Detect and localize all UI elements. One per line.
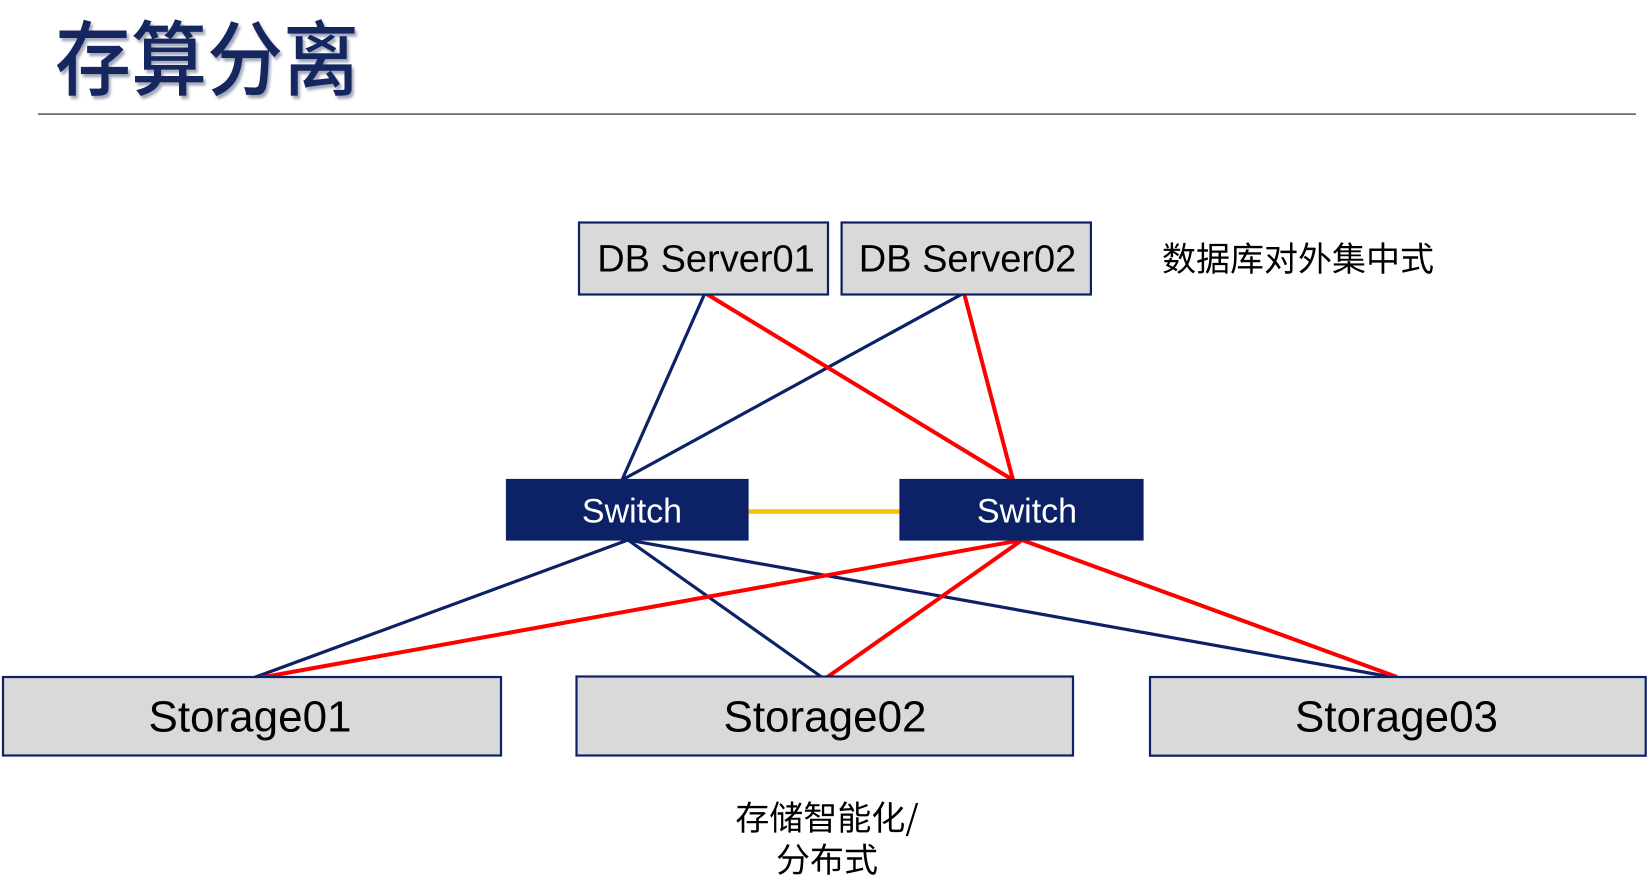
svg-text:Switch: Switch [977, 493, 1077, 531]
svg-text:Storage01: Storage01 [148, 693, 351, 742]
svg-text:DB Server02: DB Server02 [859, 239, 1077, 281]
svg-text:Switch: Switch [582, 493, 682, 531]
svg-text:Storage02: Storage02 [723, 693, 926, 742]
svg-text:Storage03: Storage03 [1295, 693, 1498, 742]
svg-text:DB Server01: DB Server01 [597, 239, 815, 281]
